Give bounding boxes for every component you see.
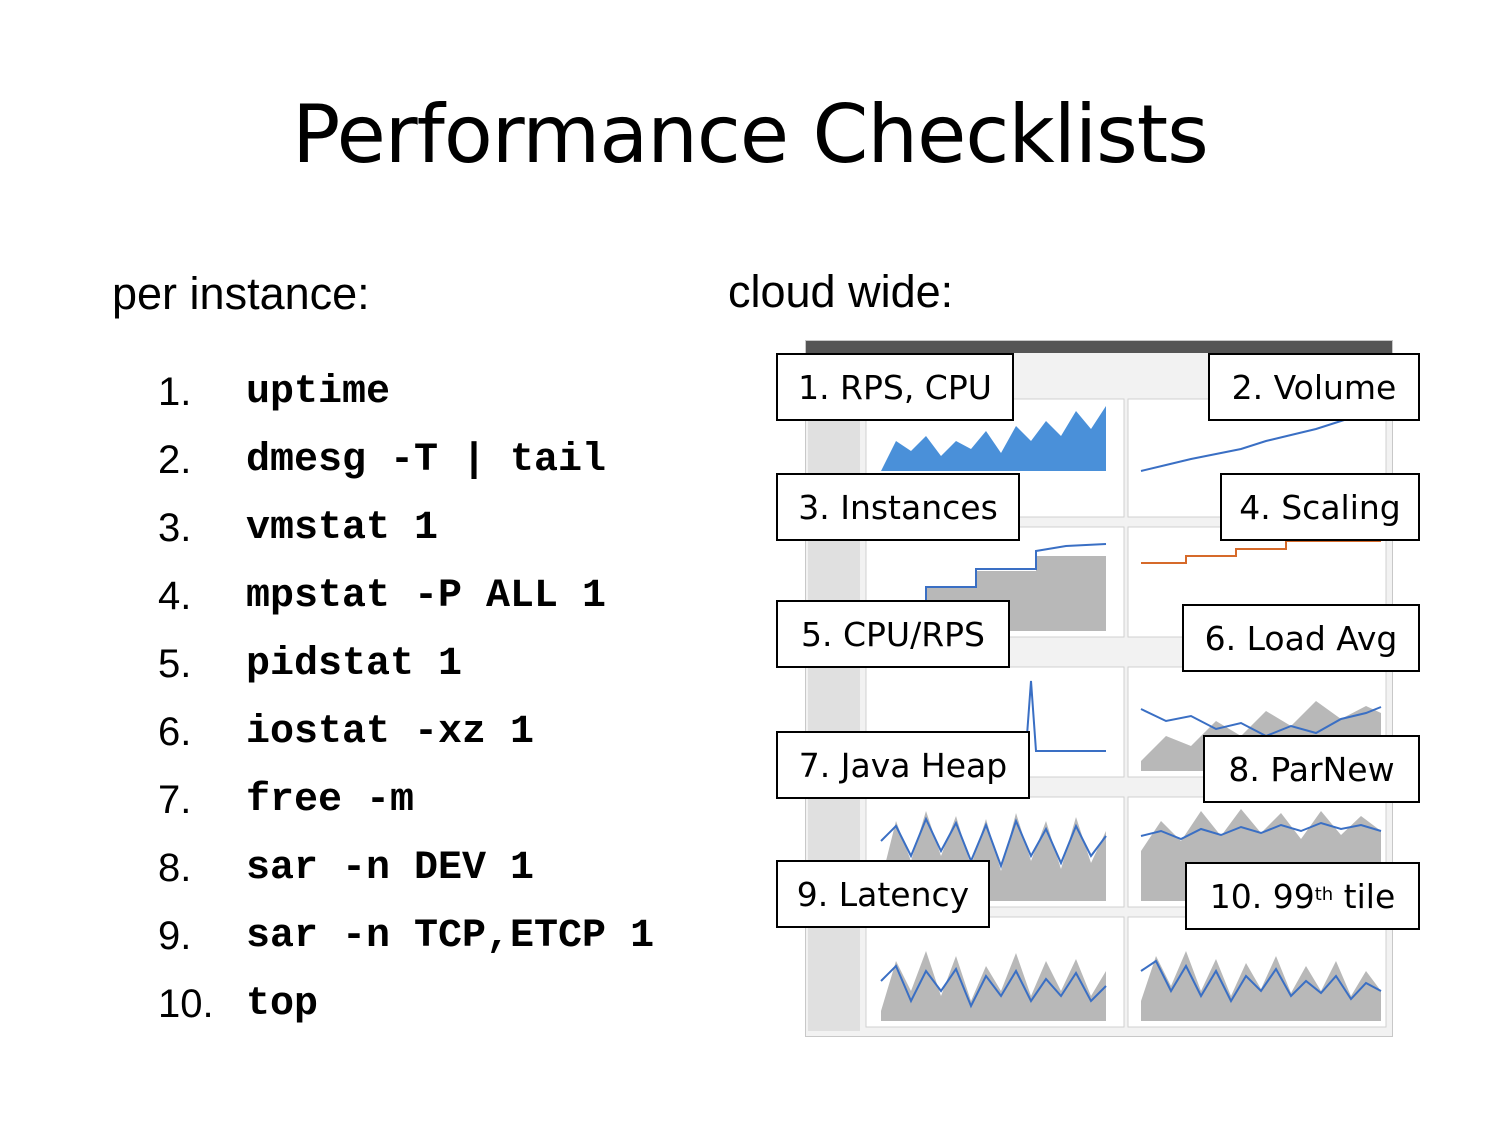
item-command: sar -n DEV 1 [246, 845, 535, 891]
per-instance-heading: per instance: [112, 268, 370, 319]
checklist-item: 1. uptime [158, 358, 654, 426]
rps-cpu-area [881, 406, 1106, 471]
checklist-item: 10. top [158, 970, 654, 1038]
item-number: 5. [158, 641, 192, 686]
callout-scaling: 4. Scaling [1220, 473, 1420, 541]
dashboard-screenshot [805, 340, 1393, 1037]
java-heap-line [880, 816, 1107, 870]
item-command: top [246, 981, 319, 1027]
checklist-item: 4. mpstat -P ALL 1 [158, 562, 654, 630]
item-command: vmstat 1 [246, 505, 439, 551]
callout-load-avg: 6. Load Avg [1182, 604, 1420, 672]
callout-java-heap: 7. Java Heap [776, 731, 1030, 799]
item-number: 8. [158, 845, 192, 890]
item-command: free -m [246, 777, 415, 823]
tile-area [1141, 951, 1381, 1021]
latency-line [880, 964, 1107, 1009]
item-command: pidstat 1 [246, 641, 463, 687]
cloud-wide-heading: cloud wide: [728, 266, 954, 317]
checklist-item: 6. iostat -xz 1 [158, 698, 654, 766]
dashboard-graphs [865, 398, 1387, 1028]
checklist-item: 9. sar -n TCP,ETCP 1 [158, 902, 654, 970]
item-command: sar -n TCP,ETCP 1 [246, 913, 655, 959]
item-number: 7. [158, 777, 192, 822]
callout-99th-pre: 10. 99 [1209, 876, 1315, 916]
item-command: uptime [246, 369, 391, 415]
checklist-item: 2. dmesg -T | tail [158, 426, 654, 494]
item-number: 2. [158, 437, 192, 482]
instances-line [881, 543, 1107, 604]
tile-line [1140, 959, 1382, 1004]
checklist-item: 8. sar -n DEV 1 [158, 834, 654, 902]
item-command: dmesg -T | tail [246, 437, 607, 483]
callout-parnew: 8. ParNew [1203, 735, 1420, 803]
item-command: mpstat -P ALL 1 [246, 573, 607, 619]
per-instance-checklist: 1. uptime 2. dmesg -T | tail 3. vmstat 1 4.… [158, 358, 654, 1038]
item-number: 1. [158, 369, 192, 414]
item-number: 3. [158, 505, 192, 550]
callout-volume: 2. Volume [1208, 353, 1420, 421]
item-number: 10. [158, 981, 214, 1026]
scaling-line [1141, 540, 1381, 564]
slide-title: Performance Checklists [292, 88, 1209, 181]
checklist-item: 5. pidstat 1 [158, 630, 654, 698]
callout-latency: 9. Latency [776, 860, 990, 928]
item-command: iostat -xz 1 [246, 709, 535, 755]
callout-99th-sup: th [1314, 883, 1334, 905]
parnew-line [1140, 821, 1382, 841]
dashboard-top-bar [806, 341, 1392, 353]
checklist-item: 7. free -m [158, 766, 654, 834]
item-number: 9. [158, 913, 192, 958]
callout-rps-cpu: 1. RPS, CPU [776, 353, 1014, 421]
item-number: 4. [158, 573, 192, 618]
callout-cpu-rps: 5. CPU/RPS [776, 600, 1010, 668]
callout-instances: 3. Instances [776, 473, 1020, 541]
checklist-item: 3. vmstat 1 [158, 494, 654, 562]
callout-99th-post: tile [1333, 876, 1396, 916]
item-number: 6. [158, 709, 192, 754]
